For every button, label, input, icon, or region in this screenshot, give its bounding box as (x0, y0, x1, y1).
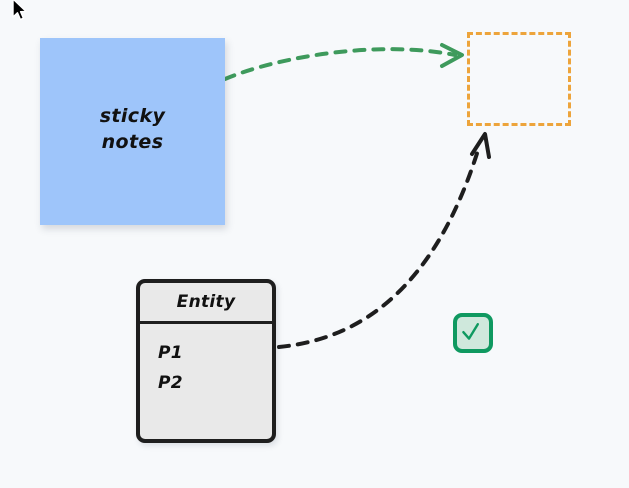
entity-card-title: Entity (140, 283, 272, 324)
placeholder-frame[interactable] (467, 32, 571, 126)
sticky-note-text: sticky notes (99, 104, 166, 153)
checkbox-checked[interactable] (453, 313, 493, 353)
check-icon (462, 323, 479, 340)
entity-card-properties: P1 P2 (140, 324, 272, 398)
connector-sticky-to-placeholder-arrow (223, 43, 464, 81)
mouse-cursor-icon (12, 0, 27, 21)
sticky-note[interactable]: sticky notes (40, 38, 225, 225)
entity-property-row: P1 (158, 343, 183, 363)
entity-property-row: P2 (158, 373, 183, 393)
entity-card[interactable]: Entity P1 P2 (136, 279, 276, 443)
